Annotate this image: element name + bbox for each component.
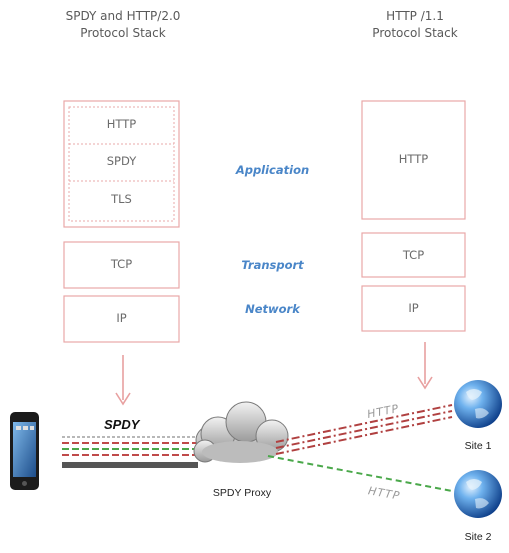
left-tcp-box bbox=[63, 241, 180, 289]
proxy-to-site1-lines bbox=[275, 404, 453, 455]
site-1-globe-icon bbox=[454, 380, 502, 428]
right-ip-box bbox=[361, 285, 466, 332]
left-http-label: HTTP bbox=[106, 117, 137, 131]
right-ip-label: IP bbox=[408, 301, 419, 315]
left-ip-box bbox=[63, 295, 180, 343]
right-application-box bbox=[361, 100, 466, 220]
left-ip-label: IP bbox=[116, 311, 127, 325]
left-tcp-label: TCP bbox=[110, 257, 133, 271]
cloud-icon bbox=[193, 401, 289, 463]
site-2-label: Site 2 bbox=[464, 531, 492, 543]
left-application-box bbox=[63, 100, 180, 228]
layer-transport-label: Transport bbox=[241, 258, 304, 272]
phone-icon bbox=[10, 412, 39, 490]
right-http-label: HTTP bbox=[398, 152, 429, 166]
left-tls-label: TLS bbox=[111, 192, 132, 206]
spdy-connection-lines bbox=[62, 436, 198, 468]
layer-network-label: Network bbox=[245, 302, 300, 316]
left-stack-title-line2: Protocol Stack bbox=[80, 26, 166, 40]
proxy-to-site2-line bbox=[267, 455, 453, 492]
right-stack-title-line1: HTTP /1.1 bbox=[386, 9, 444, 23]
spdy-label: SPDY bbox=[104, 417, 140, 432]
site-2-globe-icon bbox=[454, 470, 502, 518]
left-stack-title: SPDY and HTTP/2.0 Protocol Stack bbox=[40, 8, 206, 42]
left-stack-title-line1: SPDY and HTTP/2.0 bbox=[65, 9, 181, 23]
left-application-inner-box bbox=[68, 106, 175, 222]
spdy-proxy-label: SPDY Proxy bbox=[212, 487, 272, 499]
site-1-label: Site 1 bbox=[464, 440, 492, 452]
layer-application-label: Application bbox=[235, 163, 310, 177]
right-tcp-label: TCP bbox=[402, 248, 425, 262]
left-down-arrow bbox=[115, 355, 131, 406]
right-down-arrow bbox=[417, 342, 433, 390]
left-spdy-label: SPDY bbox=[106, 154, 137, 168]
right-stack-title: HTTP /1.1 Protocol Stack bbox=[350, 8, 480, 42]
right-stack-title-line2: Protocol Stack bbox=[372, 26, 458, 40]
right-tcp-box bbox=[361, 232, 466, 278]
